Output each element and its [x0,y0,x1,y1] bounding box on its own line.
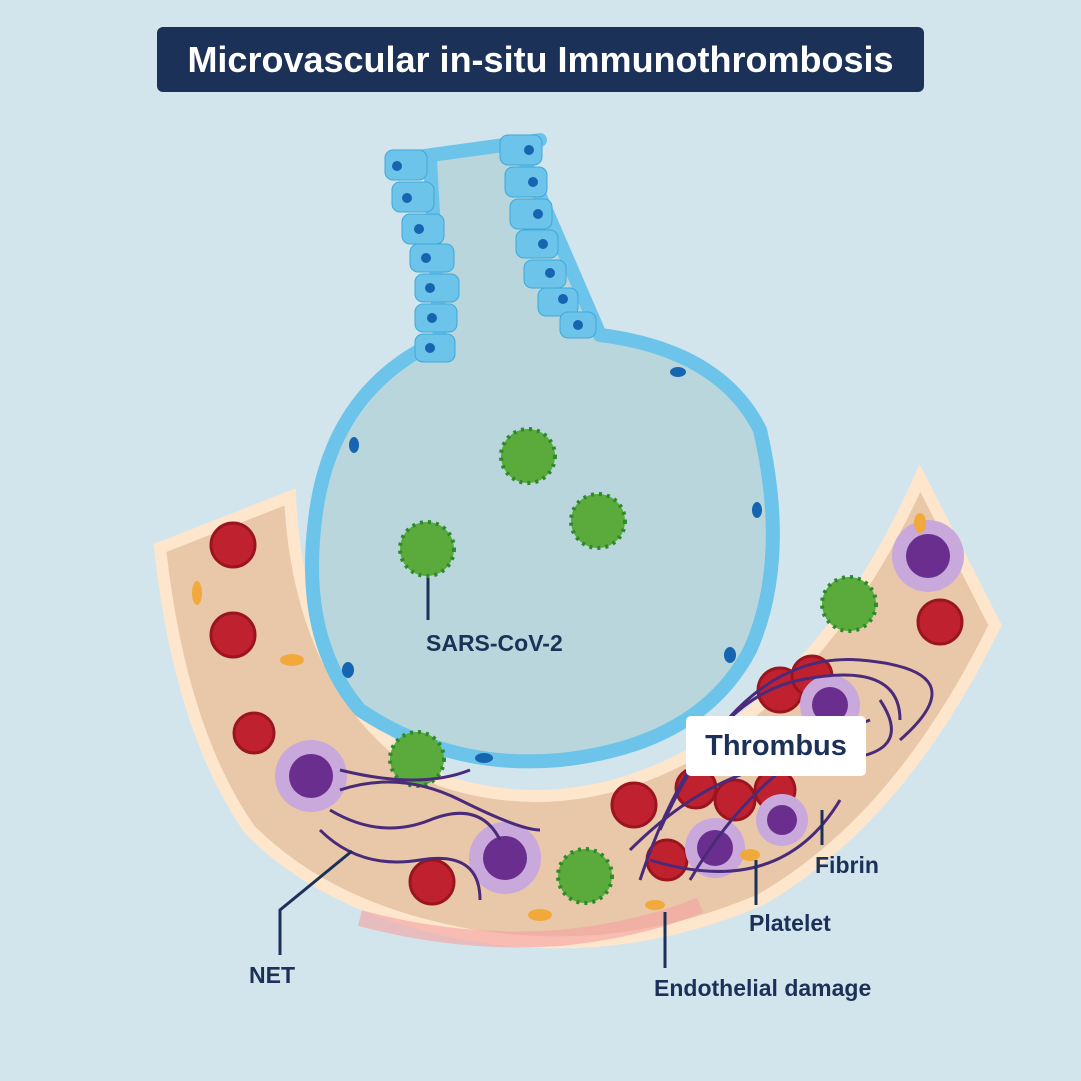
alveolar-cells [384,134,597,363]
label-platelet: Platelet [749,910,831,936]
platelets [192,513,926,921]
label-pointers [278,810,824,968]
label-thrombus: Thrombus [686,716,866,776]
label-net: NET [249,962,295,988]
endothelial-damage-glow [357,897,704,948]
diagram-title: Microvascular in-situ Immunothrombosis [157,27,924,92]
cell-nuclei [342,145,762,763]
label-endothelial-damage: Endothelial damage [654,975,872,1001]
label-sars-cov-2: SARS-CoV-2 [426,630,563,656]
virus-particles [388,427,878,905]
label-fibrin: Fibrin [815,852,879,878]
